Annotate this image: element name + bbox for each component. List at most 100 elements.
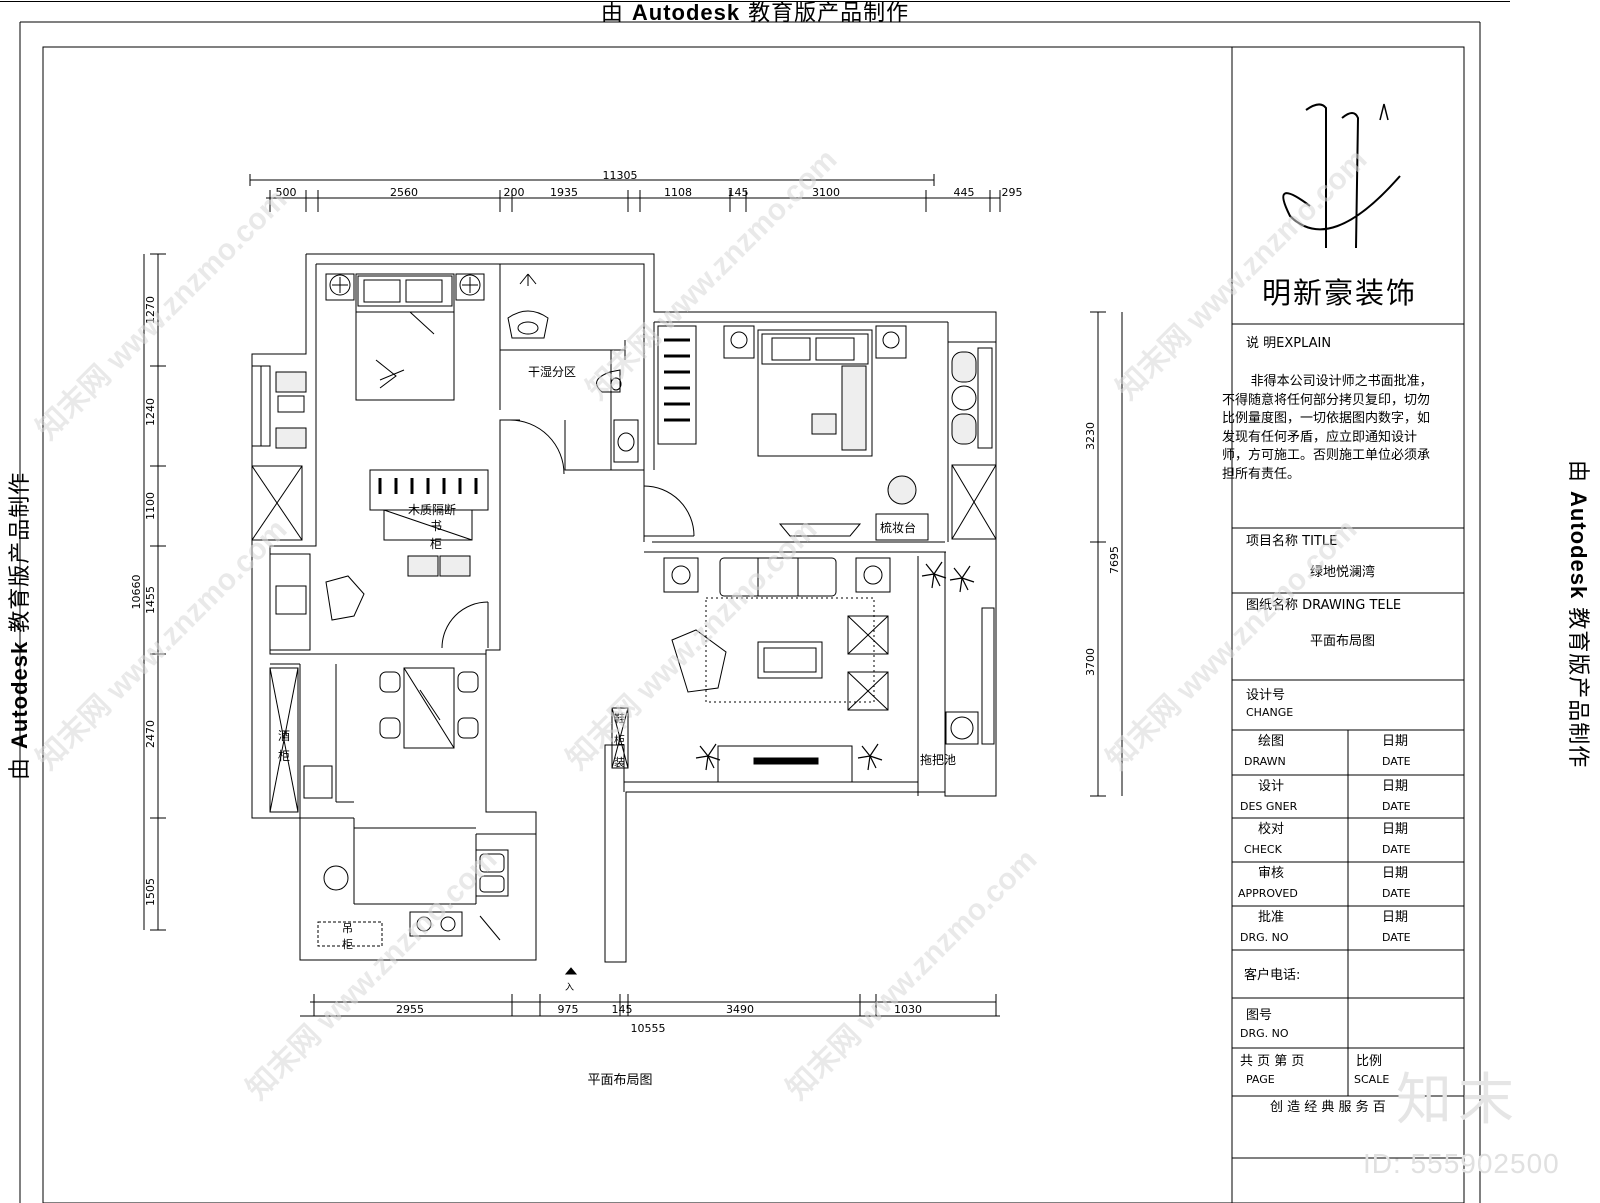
dim-left: 1455 bbox=[144, 586, 157, 614]
dim-right: 3700 bbox=[1084, 648, 1097, 676]
row-drawn-cn: 绘图 bbox=[1258, 734, 1285, 749]
top-banner: 由 Autodesk 教育版产品制作 bbox=[0, 0, 1510, 27]
left-banner: 由 Autodesk 教育版产品制作 bbox=[2, 460, 34, 780]
dim-bottom: 145 bbox=[612, 1003, 633, 1016]
dim-top: 445 bbox=[954, 186, 975, 199]
dim-top: 295 bbox=[1002, 186, 1023, 199]
dim-left: 2470 bbox=[144, 720, 157, 748]
tv-cabinet-icon bbox=[717, 745, 853, 783]
banner-prefix: 由 bbox=[8, 756, 33, 780]
dimension-labels: 11305 500 2560 200 1935 1108 145 3100 44… bbox=[130, 169, 1121, 1035]
row-drawn-en: DRAWN bbox=[1244, 755, 1286, 768]
side-table-icon bbox=[847, 615, 889, 655]
entry-arrow-icon bbox=[564, 967, 578, 975]
plan-caption: 平面布局图 bbox=[587, 1073, 652, 1088]
explain-label: 说 明EXPLAIN bbox=[1246, 336, 1332, 351]
label-dresser: 梳妆台 bbox=[880, 520, 916, 535]
project-name: 绿地悦澜湾 bbox=[1310, 565, 1376, 580]
row-designer-date-en: DATE bbox=[1382, 800, 1411, 813]
rug-icon bbox=[705, 597, 875, 703]
corner-id: ID: 555902500 bbox=[1363, 1148, 1560, 1179]
banner-suffix: 教育版产品制作 bbox=[1565, 607, 1590, 769]
side-table-icon bbox=[847, 671, 889, 711]
pages-en: PAGE bbox=[1246, 1073, 1275, 1086]
row-check-cn: 校对 bbox=[1258, 822, 1285, 837]
label-shoe-3: 装 bbox=[614, 756, 625, 769]
design-no-cn: 设计号 bbox=[1246, 688, 1286, 703]
drg-no-en: DRG. NO bbox=[1240, 1027, 1289, 1040]
row-ratify-date-en: DATE bbox=[1382, 931, 1411, 944]
dim-top: 200 bbox=[504, 186, 525, 199]
dim-bottom: 2955 bbox=[396, 1003, 424, 1016]
wardrobe-icon bbox=[657, 325, 697, 445]
dim-right-total: 7695 bbox=[1108, 546, 1121, 574]
explain-text: 非得本公司设计师之书面批准，不得随意将任何部分拷贝复印，切勿比例量度图，一切依据… bbox=[1222, 374, 1433, 482]
dim-top: 1935 bbox=[550, 186, 578, 199]
row-ratify-cn: 批准 bbox=[1258, 910, 1285, 925]
pages-cn: 共 页 第 页 bbox=[1240, 1054, 1305, 1069]
plant-icon bbox=[695, 561, 975, 771]
bed-right-icon bbox=[757, 329, 873, 457]
label-hang-1: 吊 bbox=[342, 922, 353, 935]
sink-icon bbox=[475, 849, 509, 897]
client-phone: 客户电话: bbox=[1244, 968, 1301, 983]
label-wine-1: 酒 bbox=[278, 729, 290, 743]
washbasin-icon bbox=[507, 310, 549, 339]
banner-brand: Autodesk bbox=[631, 0, 741, 25]
dim-top: 3100 bbox=[812, 186, 840, 199]
label-shoe-2: 柜 bbox=[614, 734, 625, 747]
banner-brand: Autodesk bbox=[1566, 491, 1591, 600]
row-drawn-date-cn: 日期 bbox=[1382, 734, 1409, 749]
stove-icon bbox=[409, 911, 463, 937]
dim-right: 3230 bbox=[1084, 422, 1097, 450]
banner-prefix: 由 bbox=[1565, 460, 1590, 484]
label-entry: 入 bbox=[565, 982, 574, 993]
dimension-lines bbox=[143, 174, 1123, 1017]
basin-icon bbox=[617, 432, 635, 452]
dim-bottom-total: 10555 bbox=[631, 1022, 666, 1035]
drg-no-cn: 图号 bbox=[1246, 1008, 1273, 1023]
plan-walls bbox=[251, 253, 997, 963]
dim-top: 1108 bbox=[664, 186, 692, 199]
row-check-date-en: DATE bbox=[1382, 843, 1411, 856]
room-labels: 干湿分区 木质隔断 书 柜 酒 柜 梳妆台 鞋 柜 装 拖把池 吊 柜 入 平面… bbox=[278, 364, 956, 1088]
shower-icon bbox=[519, 273, 537, 286]
design-no-en: CHANGE bbox=[1246, 706, 1294, 719]
row-approved-cn: 审核 bbox=[1258, 866, 1285, 881]
title-block-frame bbox=[1231, 46, 1465, 1203]
label-bookcase-2: 柜 bbox=[430, 537, 442, 551]
corner-logo: 知末 bbox=[1396, 1068, 1520, 1133]
label-hang-2: 柜 bbox=[342, 938, 353, 951]
scale-cn: 比例 bbox=[1356, 1054, 1383, 1069]
row-approved-date-cn: 日期 bbox=[1382, 866, 1409, 881]
label-mop: 拖把池 bbox=[920, 753, 956, 767]
row-approved-en: APPROVED bbox=[1238, 887, 1298, 900]
washing-machine-icon bbox=[945, 711, 979, 745]
dim-top: 500 bbox=[276, 186, 297, 199]
stool-icon bbox=[887, 475, 917, 505]
coffee-table-icon bbox=[757, 641, 823, 679]
label-wine-2: 柜 bbox=[278, 749, 290, 763]
dining-table-icon bbox=[403, 667, 455, 749]
toilet-icon bbox=[596, 369, 621, 393]
label-dry-wet: 干湿分区 bbox=[528, 364, 576, 379]
row-designer-en: DES GNER bbox=[1240, 800, 1298, 813]
row-designer-date-cn: 日期 bbox=[1382, 779, 1409, 794]
drawing-name: 平面布局图 bbox=[1310, 634, 1376, 649]
logo-stroke-2-icon bbox=[1341, 112, 1360, 249]
banner-brand: Autodesk bbox=[7, 640, 32, 749]
scale-en: SCALE bbox=[1354, 1073, 1390, 1086]
dim-left: 1270 bbox=[144, 296, 157, 324]
row-ratify-date-cn: 日期 bbox=[1382, 910, 1409, 925]
project-label: 项目名称 TITLE bbox=[1246, 534, 1338, 549]
right-banner: 由 Autodesk 教育版产品制作 bbox=[1564, 460, 1596, 780]
row-check-en: CHECK bbox=[1244, 843, 1282, 856]
logo-stroke-1-icon bbox=[1305, 103, 1327, 248]
dim-bottom: 3490 bbox=[726, 1003, 754, 1016]
dim-left: 1240 bbox=[144, 398, 157, 426]
sofa-icon bbox=[719, 557, 837, 597]
desk-icon bbox=[269, 553, 311, 651]
dim-bottom: 975 bbox=[558, 1003, 579, 1016]
